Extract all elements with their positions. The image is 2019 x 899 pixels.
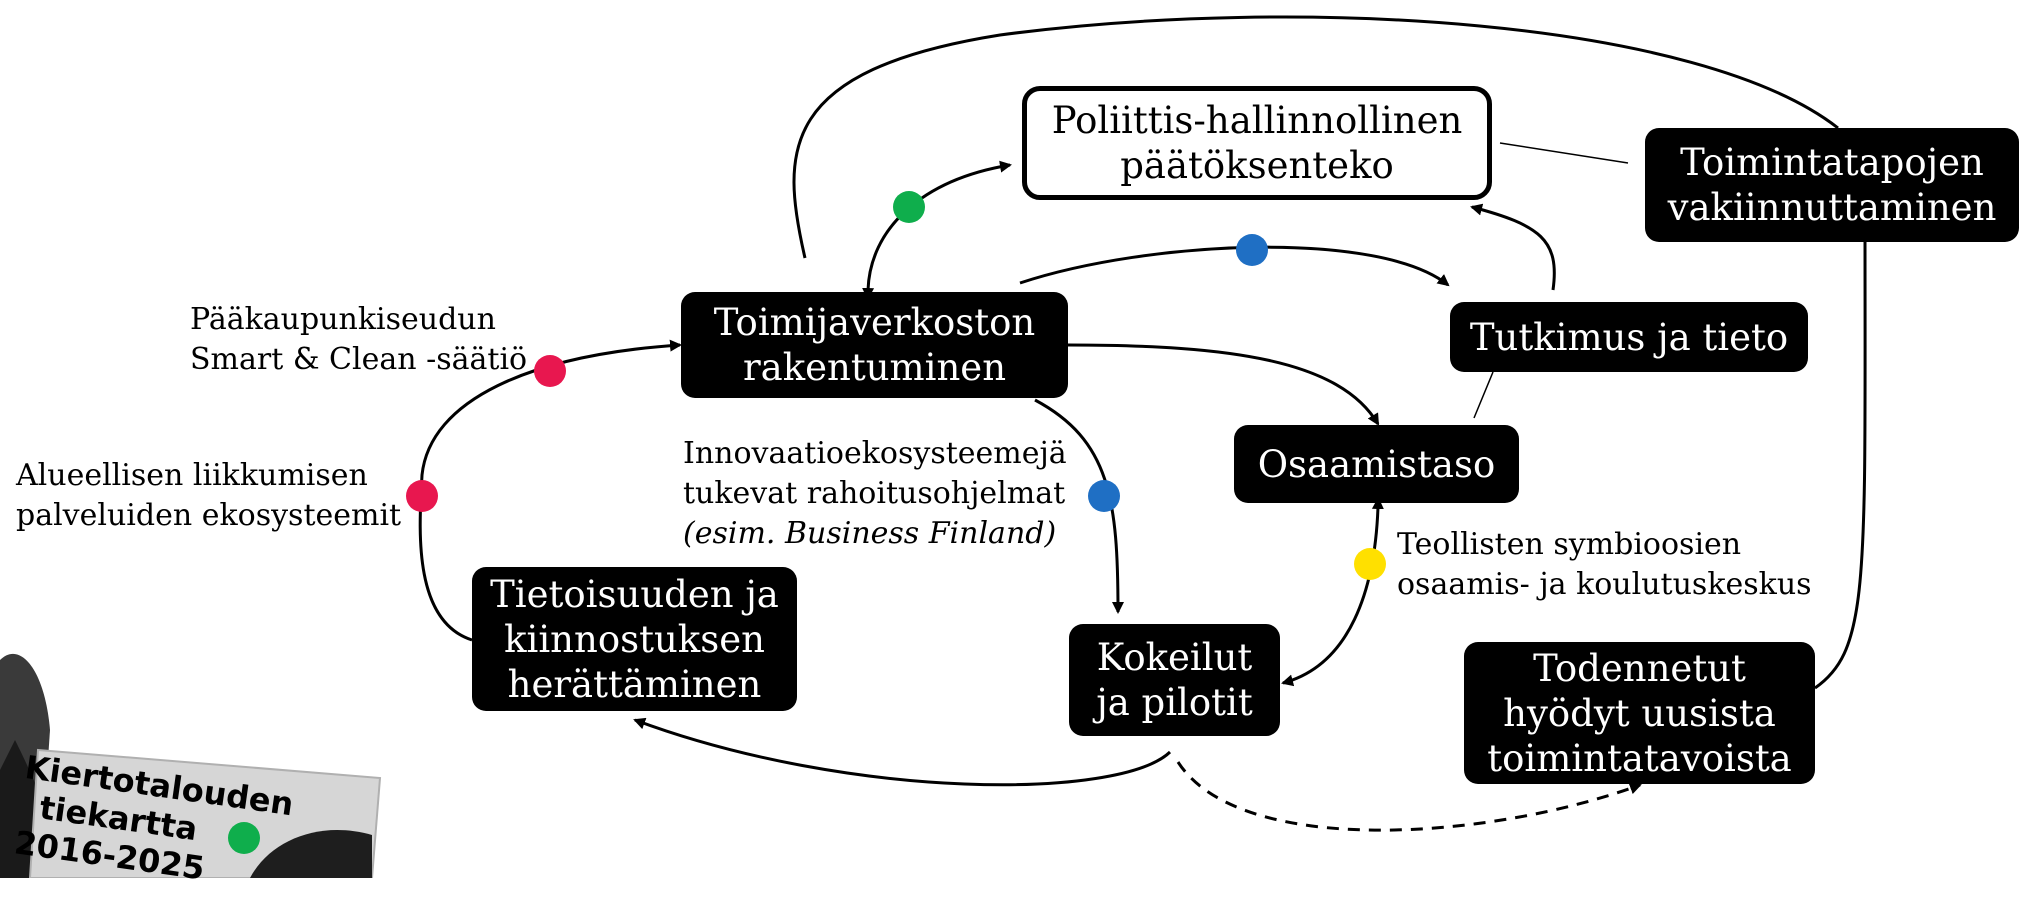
node-establish-line-1: Toimintatapojen bbox=[1680, 141, 1984, 184]
label-smart-clean-line-2: Smart & Clean -säätiö bbox=[190, 342, 528, 377]
arrow-benefits-establish bbox=[1814, 216, 1872, 690]
label-innovation-funding: Innovaatioekosysteemejä tukevat rahoitus… bbox=[683, 434, 1067, 554]
label-innovation-line-1: Innovaatioekosysteemejä bbox=[683, 436, 1067, 471]
loop-network-to-establish bbox=[792, 15, 1839, 259]
dot-green-policy bbox=[893, 191, 925, 223]
node-network-line-2: rakentuminen bbox=[742, 346, 1007, 389]
label-smart-clean: Pääkaupunkiseudun Smart & Clean -säätiö bbox=[190, 300, 527, 380]
arrow-competence-pilots bbox=[1281, 497, 1384, 687]
label-smart-clean-line-1: Pääkaupunkiseudun bbox=[190, 302, 496, 337]
flow-connectors bbox=[418, 15, 1872, 832]
arrow-network-research bbox=[1019, 245, 1450, 287]
node-policy-line-2: päätöksenteko bbox=[1120, 144, 1394, 187]
node-awareness-line-1: Tietoisuuden ja bbox=[490, 572, 779, 616]
label-industrial-symbiosis: Teollisten symbioosien osaamis- ja koulu… bbox=[1397, 525, 1812, 605]
node-competence-line-1: Osaamistaso bbox=[1257, 442, 1496, 486]
node-pilots-line-1: Kokeilut bbox=[1096, 636, 1253, 679]
dot-red-smart-clean bbox=[534, 355, 566, 387]
arrow-network-competence bbox=[1067, 343, 1380, 426]
node-awareness-line-2: kiinnostuksen bbox=[504, 617, 765, 661]
label-innovation-line-2: tukevat rahoitusohjelmat bbox=[683, 476, 1066, 511]
dot-yellow-symbiosis bbox=[1354, 548, 1386, 580]
dot-green-roadmap bbox=[228, 822, 260, 854]
arrow-network-pilots bbox=[1034, 398, 1124, 614]
node-establish-line-2: vakiinnuttaminen bbox=[1667, 186, 1997, 229]
node-awareness-line-3: herättäminen bbox=[507, 662, 762, 706]
node-benefits-line-1: Todennetut bbox=[1533, 646, 1746, 690]
label-innovation-example: (esim. Business Finland) bbox=[683, 516, 1057, 551]
arrow-network-policy bbox=[862, 160, 1012, 300]
node-pilots-line-2: ja pilotit bbox=[1096, 681, 1253, 724]
arrow-awareness-network bbox=[418, 339, 682, 642]
line-research-competence bbox=[1473, 371, 1494, 419]
node-competence-level: Osaamistaso bbox=[1234, 425, 1519, 503]
arrow-research-policy bbox=[1470, 203, 1556, 291]
dot-blue-research bbox=[1236, 234, 1268, 266]
dot-blue-innovation bbox=[1088, 480, 1120, 512]
label-mobility-line-2: palveluiden ekosysteemit bbox=[16, 498, 402, 533]
label-symbiosis-line-1: Teollisten symbioosien bbox=[1397, 527, 1742, 562]
dot-red-mobility bbox=[406, 480, 438, 512]
line-policy-establish bbox=[1499, 142, 1629, 164]
arrow-pilots-awareness bbox=[633, 717, 1172, 787]
node-research-knowledge: Tutkimus ja tieto bbox=[1450, 302, 1808, 372]
node-benefits-line-3: toimintatavoista bbox=[1487, 736, 1792, 780]
label-symbiosis-line-2: osaamis- ja koulutuskeskus bbox=[1397, 567, 1812, 602]
node-benefits-line-2: hyödyt uusista bbox=[1503, 691, 1776, 735]
node-network-line-1: Toimijaverkoston bbox=[713, 301, 1036, 344]
label-mobility-line-1: Alueellisen liikkumisen bbox=[16, 458, 368, 493]
node-policy-line-1: Poliittis-hallinnollinen bbox=[1051, 99, 1463, 142]
node-research-line-1: Tutkimus ja tieto bbox=[1469, 315, 1789, 359]
label-mobility-ecosystems: Alueellisen liikkumisen palveluiden ekos… bbox=[16, 456, 401, 536]
badge-background bbox=[0, 653, 382, 878]
arrow-pilots-benefits bbox=[1176, 761, 1642, 832]
